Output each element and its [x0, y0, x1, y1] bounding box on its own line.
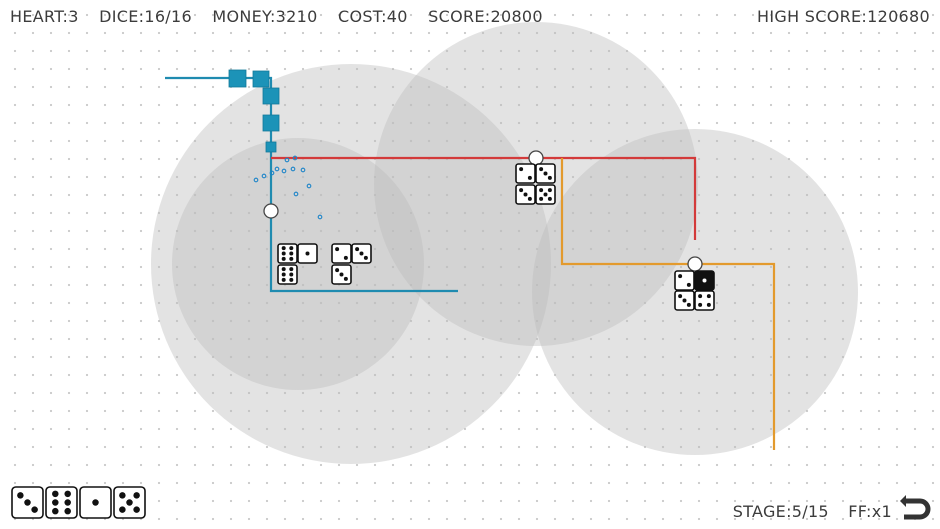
tower-die[interactable] [331, 243, 352, 264]
dice-towers[interactable] [277, 163, 715, 311]
enemy-block [252, 70, 270, 88]
cost-counter: COST:40 [337, 7, 408, 26]
enemies [228, 69, 280, 153]
tower-die[interactable] [515, 184, 536, 205]
back-arrow-icon[interactable] [898, 487, 934, 523]
range-circles [151, 22, 858, 464]
path-orange [560, 158, 776, 450]
tower-red[interactable] [515, 163, 556, 205]
heart-counter: HEART:3 [10, 7, 79, 26]
tower-die[interactable] [694, 270, 715, 291]
tower-blue-right[interactable] [331, 243, 372, 285]
stage-counter: STAGE:5/15 [732, 502, 829, 521]
money-counter: MONEY:3210 [212, 7, 318, 26]
tower-die[interactable] [535, 184, 556, 205]
waypoint-nodes [263, 150, 703, 272]
circle-node-icon [687, 256, 703, 272]
enemy-block [262, 87, 280, 105]
tower-die[interactable] [277, 264, 298, 285]
tower-die[interactable] [515, 163, 536, 184]
dice-inventory[interactable] [11, 486, 146, 519]
inventory-die[interactable] [79, 486, 112, 519]
tower-die[interactable] [297, 243, 318, 264]
inventory-die[interactable] [45, 486, 78, 519]
path-blue [165, 76, 458, 293]
enemy-block [228, 69, 247, 88]
tower-die[interactable] [535, 163, 556, 184]
inventory-die[interactable] [11, 486, 44, 519]
circle-node-icon [263, 203, 279, 219]
projectiles [253, 155, 323, 220]
tower-blue-left[interactable] [277, 243, 318, 285]
score-counter: SCORE:20800 [428, 7, 543, 26]
tower-die[interactable] [694, 290, 715, 311]
high-score: HIGH SCORE:120680 [757, 7, 930, 26]
inventory-die[interactable] [113, 486, 146, 519]
tower-orange[interactable] [674, 270, 715, 311]
circle-node-icon [528, 150, 544, 166]
tower-die[interactable] [277, 243, 298, 264]
fast-forward-toggle[interactable]: FF:x1 [848, 502, 892, 521]
hud-stage-info: STAGE:5/15 FF:x1 [719, 502, 892, 521]
tower-die[interactable] [674, 270, 695, 291]
enemy-block [262, 114, 280, 132]
range-circle [151, 64, 551, 464]
tower-die[interactable] [351, 243, 372, 264]
enemy-block [265, 141, 277, 153]
range-circle [172, 138, 424, 390]
tower-die[interactable] [674, 290, 695, 311]
dice-counter: DICE:16/16 [99, 7, 192, 26]
hud-stats: HEART:3 DICE:16/16 MONEY:3210 COST:40 SC… [10, 7, 558, 26]
tower-die[interactable] [331, 264, 352, 285]
enemy-paths [165, 76, 776, 450]
path-red [271, 156, 697, 240]
